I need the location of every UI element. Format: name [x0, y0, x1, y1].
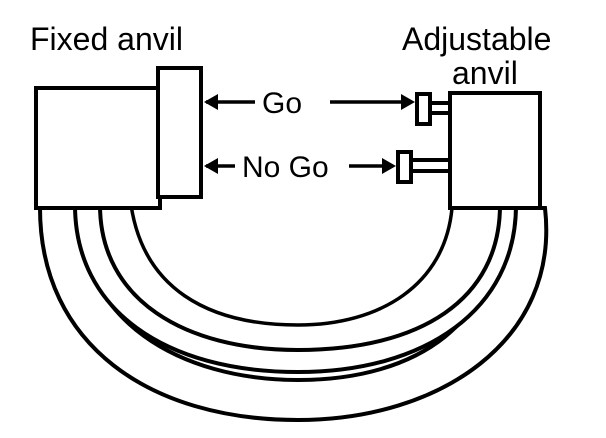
nogo-anvil-head — [396, 150, 413, 184]
nogo-anvil-stem — [408, 158, 452, 173]
frame-right-block — [448, 91, 542, 210]
go-arrow-left — [204, 94, 255, 110]
adjustable-anvil-label-line1: Adjustable — [402, 21, 551, 57]
nogo-label: No Go — [242, 151, 329, 184]
go-label: Go — [262, 87, 302, 120]
gauge-inner-arc — [128, 196, 454, 327]
fixed-anvil — [156, 66, 203, 199]
nogo-arrow-left — [204, 158, 235, 174]
nogo-arrow-right — [349, 158, 396, 174]
go-anvil-head — [415, 92, 432, 126]
fixed-anvil-label: Fixed anvil — [30, 21, 183, 57]
go-arrow-right — [330, 94, 415, 110]
frame-left-block — [34, 86, 162, 210]
adjustable-anvil-label-line2: anvil — [452, 55, 518, 91]
